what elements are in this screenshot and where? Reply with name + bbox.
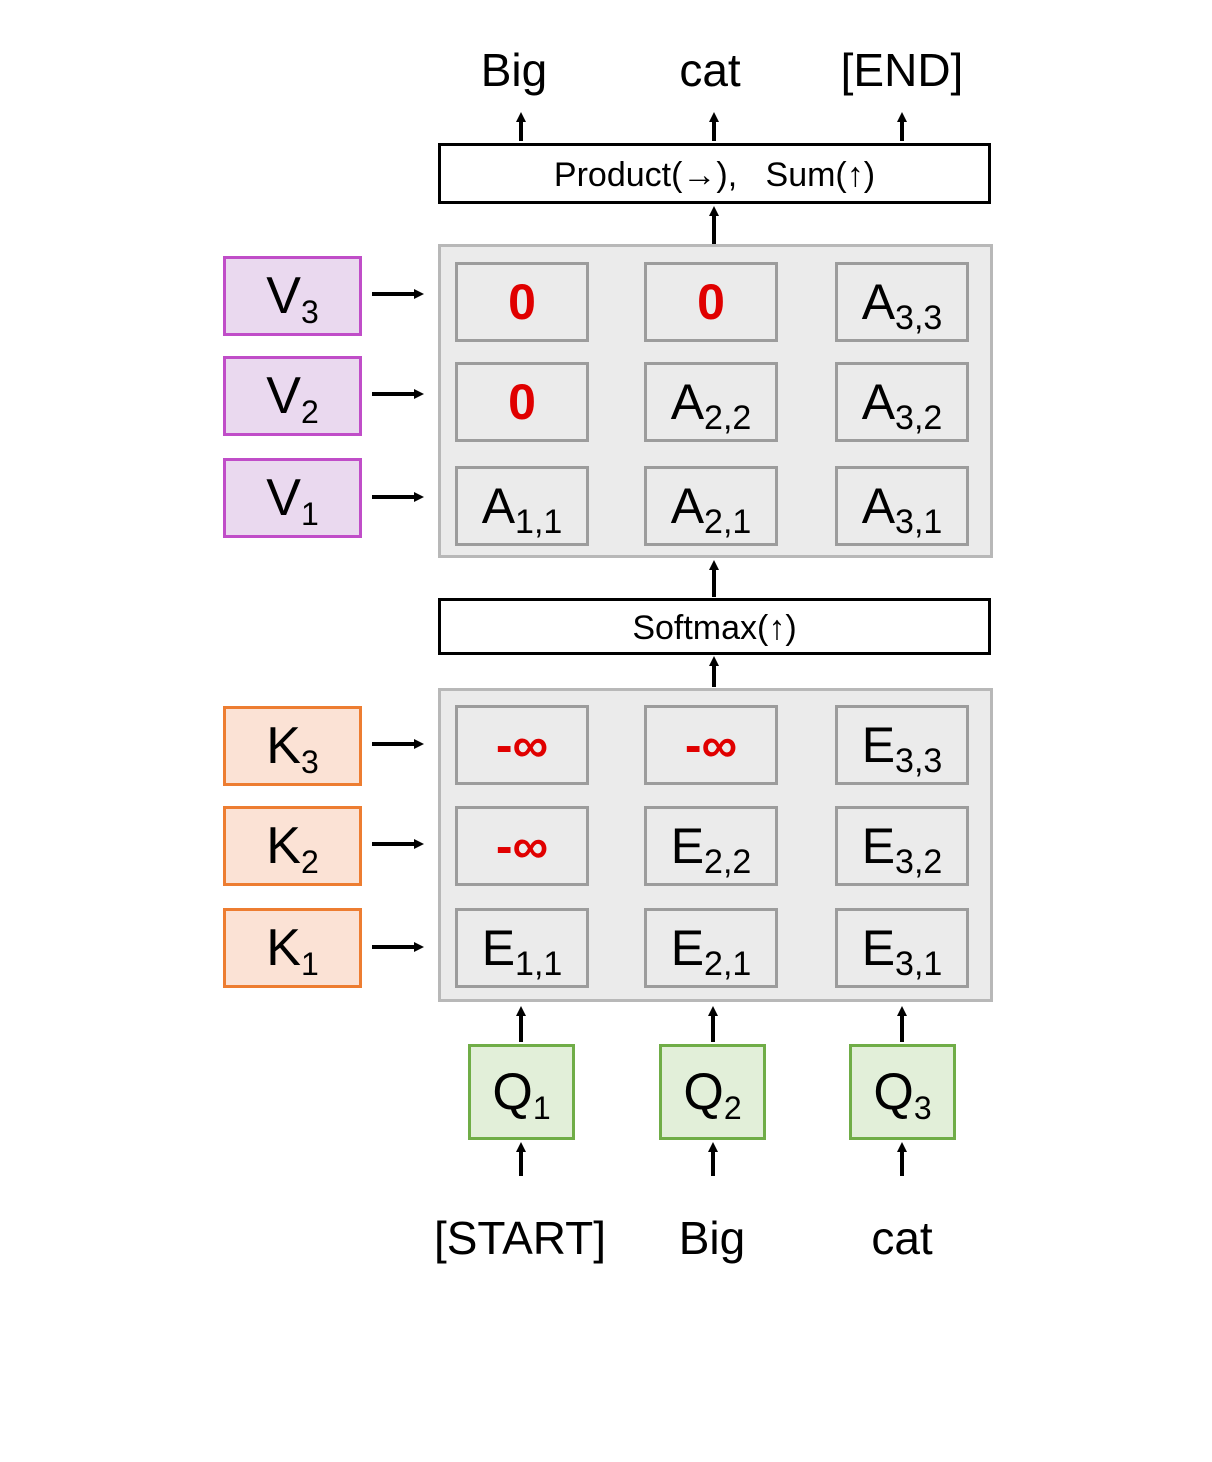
attention-cell-r2-c1: 0: [455, 362, 589, 442]
energy-cell-r1-c1: -∞: [455, 705, 589, 785]
output-word-1: Big: [480, 44, 548, 96]
softmax-label: Softmax(↑): [632, 609, 797, 647]
input-word-2: Big: [678, 1212, 746, 1264]
input-word-3: cat: [871, 1212, 933, 1264]
output-word-3: [END]: [840, 44, 964, 96]
energy-cell-r1-c2: -∞: [644, 705, 778, 785]
energy-cell-r2-c1: -∞: [455, 806, 589, 886]
softmax-box: Softmax(↑): [438, 598, 991, 655]
product-sum-box: Product(→), Sum(↑): [438, 143, 991, 204]
product-sum-label: Product(→), Sum(↑): [553, 156, 876, 194]
attention-cell-r1-c2: 0: [644, 262, 778, 342]
output-word-2: cat: [679, 44, 741, 96]
input-word-1: [START]: [433, 1212, 607, 1264]
attention-cell-r1-c1: 0: [455, 262, 589, 342]
